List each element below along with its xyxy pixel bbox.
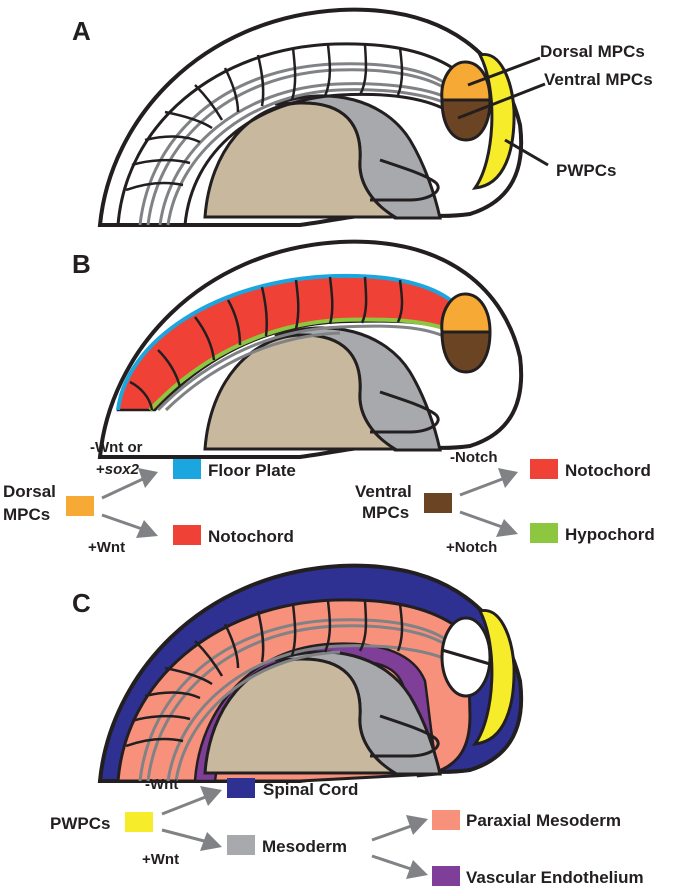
arrowhead-ventral-top	[498, 468, 518, 488]
legend-b-dorsal-out-top: Floor Plate	[208, 461, 296, 480]
legend-b-dorsal-source-line2: MPCs	[3, 505, 50, 524]
legend-c-out-para: Paraxial Mesoderm	[466, 811, 621, 830]
paraxial-swatch	[432, 810, 460, 830]
panel-a: A	[72, 7, 653, 227]
label-pwpcs: PWPCs	[556, 161, 616, 180]
legend-c-source: PWPCs	[50, 814, 110, 833]
legend-b-dorsal-source-line1: Dorsal	[3, 482, 56, 501]
panel-c-letter: C	[72, 588, 91, 618]
panel-c: C	[72, 563, 524, 783]
arrow-ventral-top	[459, 476, 506, 497]
label-ventral-mpcs: Ventral MPCs	[544, 70, 653, 89]
legend-b-dorsal-out-bottom: Notochord	[208, 527, 294, 546]
legend-b-ventral-cond-bottom: +Notch	[446, 539, 497, 556]
legend-b: Dorsal MPCs -Wnt or +sox2 +Wnt Floor Pla…	[3, 439, 655, 556]
floor-plate-swatch	[173, 459, 201, 479]
legend-b-ventral-out-top: Notochord	[565, 461, 651, 480]
notochord-swatch-ventral	[530, 459, 558, 479]
arrow-pwpc-top	[161, 794, 209, 816]
ventral-mpc-swatch	[424, 493, 452, 513]
pwpc-swatch	[125, 812, 153, 832]
arrow-meso-bottom	[371, 854, 415, 872]
label-dorsal-mpcs: Dorsal MPCs	[540, 42, 645, 61]
mesoderm-swatch	[227, 835, 255, 855]
legend-b-ventral-cond-top: -Notch	[450, 449, 498, 466]
legend-b-dorsal-cond-top: -Wnt or	[90, 439, 143, 456]
legend-b-ventral-source-line2: MPCs	[362, 503, 409, 522]
legend-b-dorsal-cond-top2: +sox2	[96, 461, 140, 478]
arrowhead-dorsal-bottom	[136, 520, 158, 538]
vascular-swatch	[432, 866, 460, 886]
arrow-dorsal-top	[101, 476, 146, 500]
legend-b-ventral-source-line1: Ventral	[355, 482, 412, 501]
arrow-meso-top	[371, 823, 415, 842]
spinal-cord-swatch	[227, 778, 255, 798]
notochord-swatch-dorsal	[173, 525, 201, 545]
legend-c-cond-bottom: +Wnt	[142, 851, 179, 868]
dorsal-mpc-swatch	[66, 496, 94, 516]
legend-c-out-top: Spinal Cord	[263, 780, 358, 799]
arrowhead-pwpc-top	[200, 786, 222, 806]
arrowhead-meso-bottom	[406, 860, 428, 879]
arrowhead-ventral-bottom	[496, 519, 518, 537]
arrowhead-pwpc-bottom	[200, 832, 222, 851]
hypochord-swatch	[530, 523, 558, 543]
panel-b: B	[72, 239, 524, 459]
legend-b-dorsal-cond-bottom: +Wnt	[88, 539, 125, 556]
panel-b-letter: B	[72, 249, 91, 279]
arrow-dorsal-bottom	[101, 513, 146, 532]
legend-c-cond-top: -Wnt	[145, 776, 178, 793]
legend-c-out-vasc: Vascular Endothelium	[466, 868, 644, 887]
legend-c: PWPCs -Wnt +Wnt Spinal Cord Mesoderm Par…	[50, 776, 644, 887]
arrowhead-meso-top	[406, 815, 428, 835]
legend-c-out-mid: Mesoderm	[262, 837, 347, 856]
arrow-pwpc-bottom	[161, 828, 209, 844]
arrowhead-dorsal-top	[138, 468, 158, 488]
arrow-ventral-bottom	[459, 510, 506, 530]
panel-a-letter: A	[72, 16, 91, 46]
legend-b-ventral-out-bottom: Hypochord	[565, 525, 655, 544]
